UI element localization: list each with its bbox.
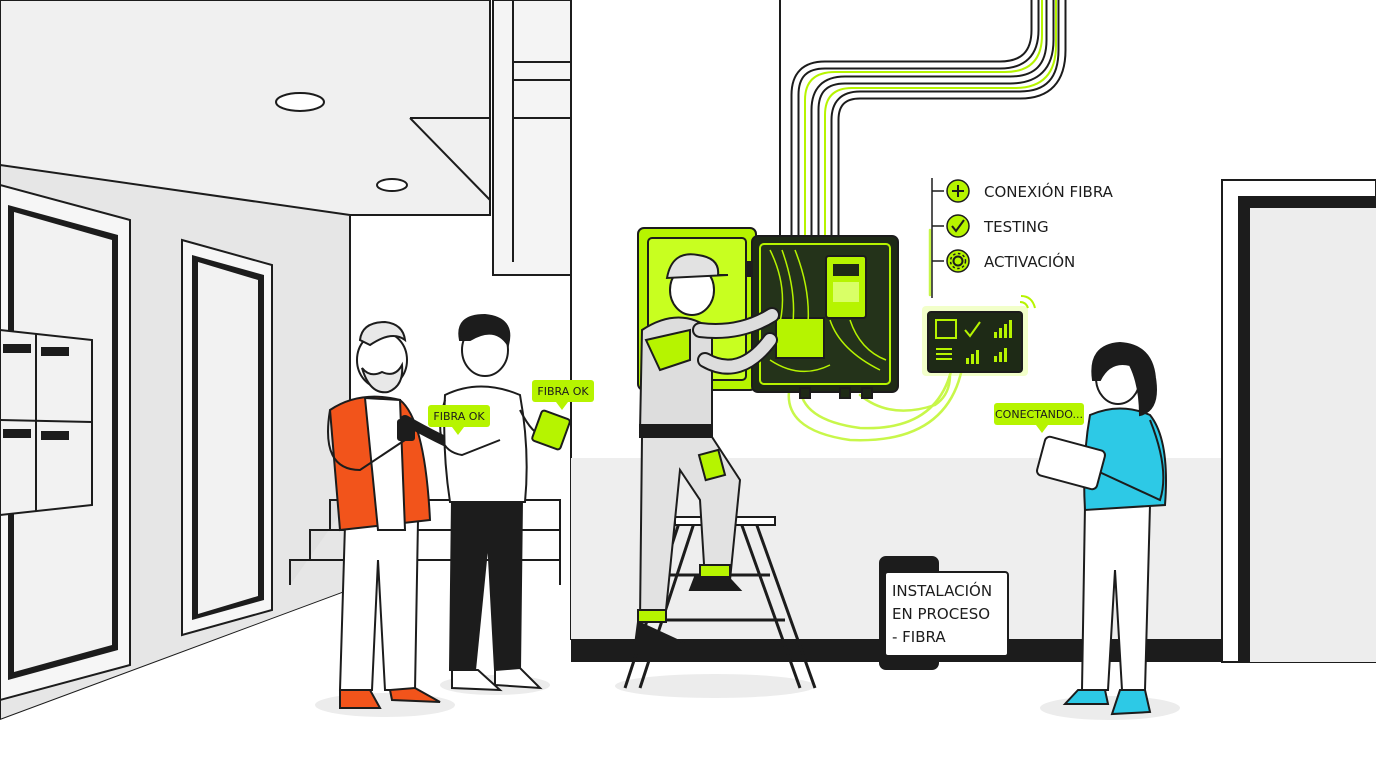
person-bearded-man: [315, 320, 470, 717]
person-young-man: [439, 313, 571, 695]
plug-icon: [946, 179, 970, 203]
bubble-left-person: FIBRA OK: [428, 405, 490, 435]
step-label-activacion: ACTIVACIÓN: [984, 252, 1075, 271]
sign-line-2: EN PROCESO: [892, 605, 990, 623]
installation-sign: INSTALACIÓN EN PROCESO - FIBRA: [879, 556, 1009, 670]
person-technician: [615, 253, 817, 698]
bubble-text-left: FIBRA OK: [433, 410, 485, 423]
person-woman: [1036, 341, 1180, 720]
bubble-text-woman: CONECTANDO...: [995, 408, 1083, 421]
status-checklist: CONEXIÓN FIBRA TESTING ACTIVACIÓN: [931, 178, 1114, 298]
step-label-conexion: CONEXIÓN FIBRA: [984, 182, 1114, 201]
fiber-cables: [779, 0, 1067, 442]
gear-icon: [946, 249, 970, 273]
step-label-testing: TESTING: [983, 218, 1049, 236]
check-circle-icon: [946, 214, 970, 238]
sign-line-3: - FIBRA: [892, 628, 946, 646]
bubble-text-middle: FIBRA OK: [537, 385, 589, 398]
sign-line-1: INSTALACIÓN: [892, 581, 992, 600]
wifi-icon: [1019, 295, 1036, 309]
bubble-woman: CONECTANDO...: [994, 403, 1084, 433]
status-dashboard-device: [922, 295, 1036, 376]
bubble-middle-person: FIBRA OK: [532, 380, 594, 410]
